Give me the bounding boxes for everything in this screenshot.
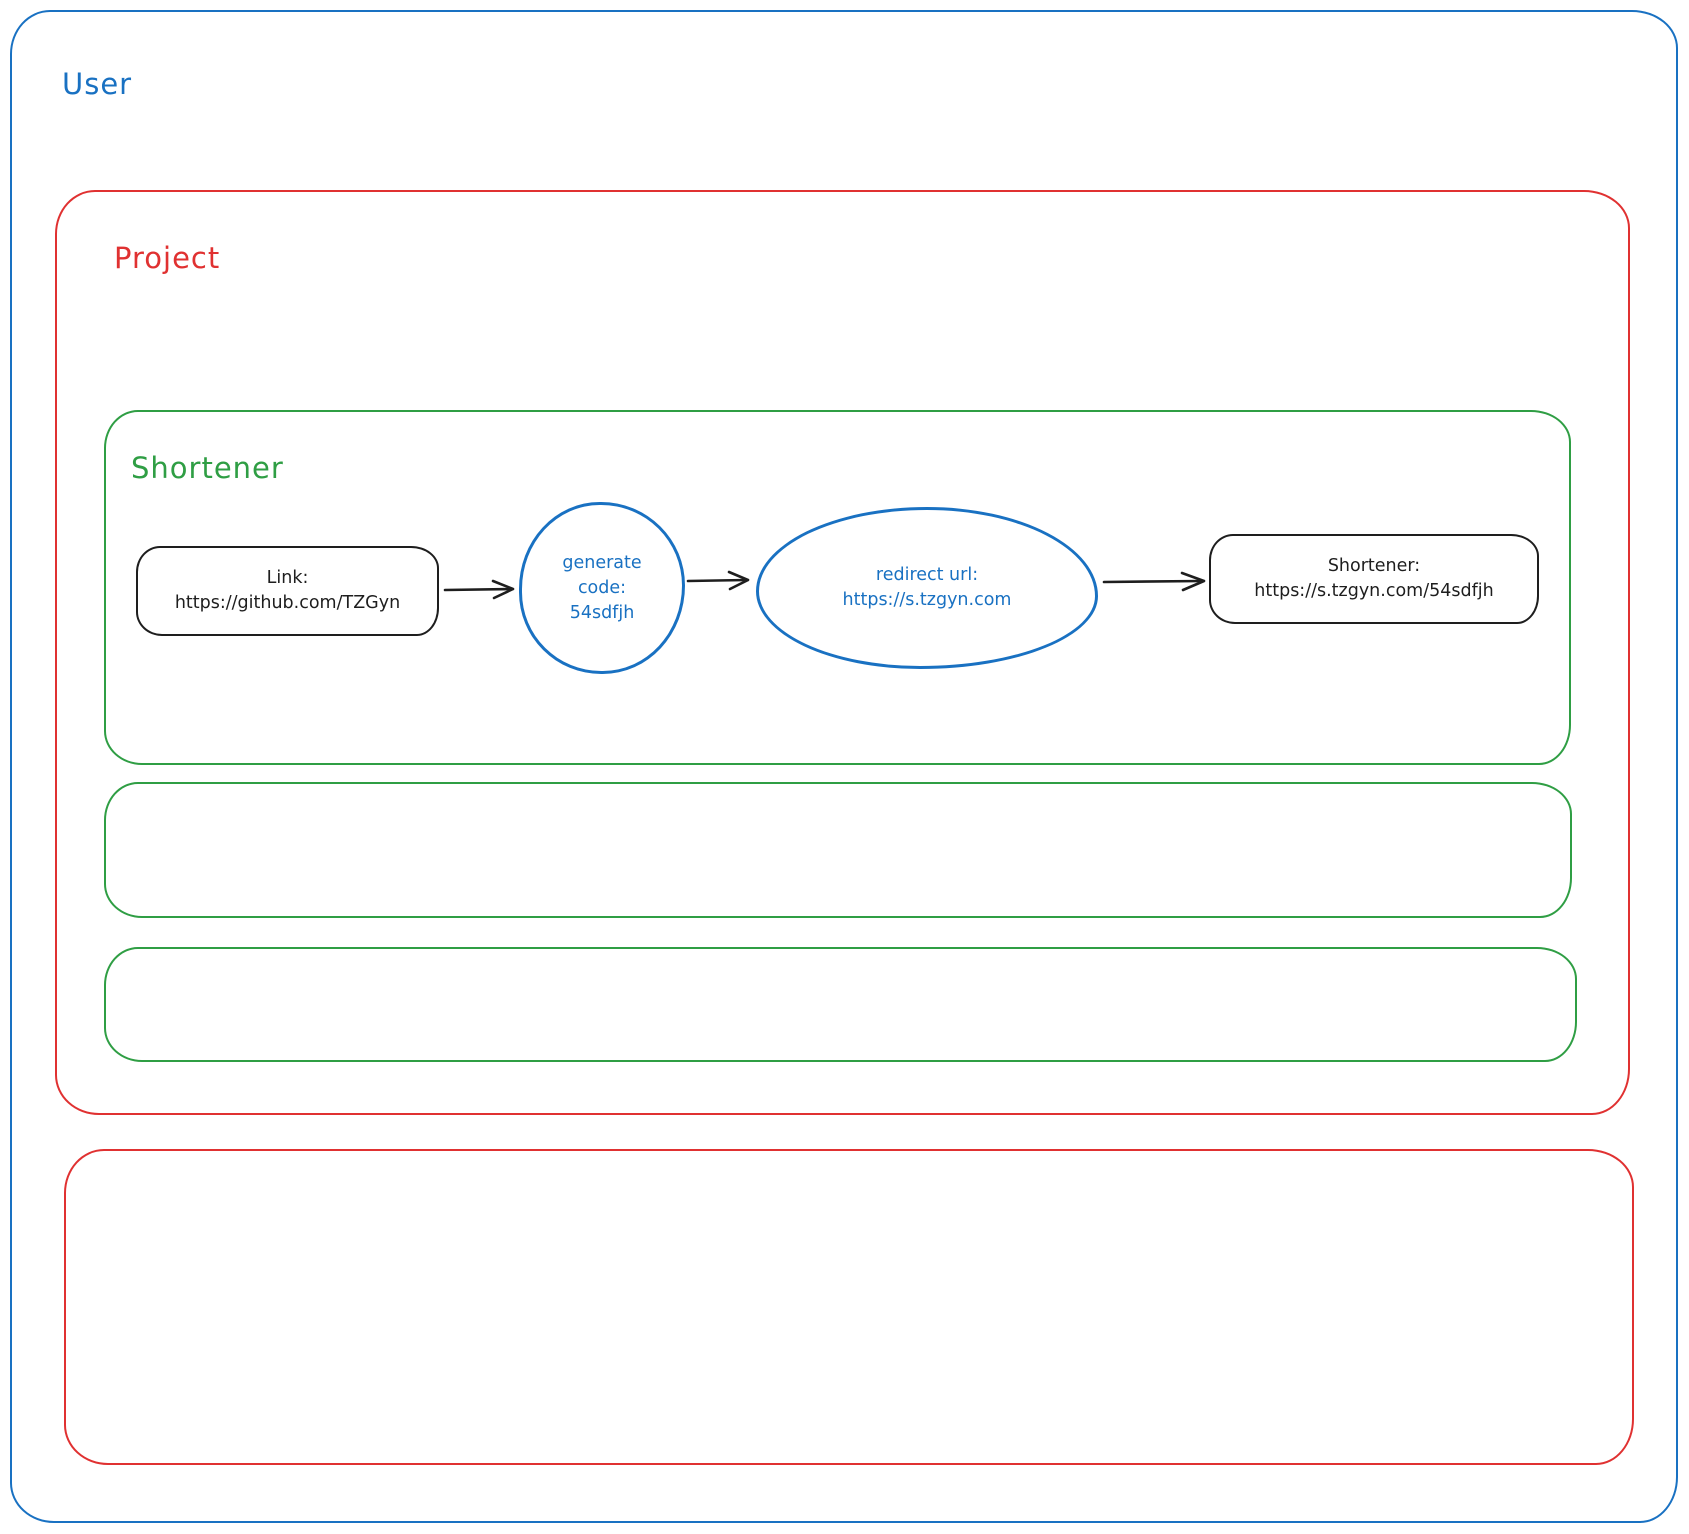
shortener-result-node[interactable]: Shortener: https://s.tzgyn.com/54sdfjh — [1209, 534, 1539, 624]
redirect-url-title: redirect url: — [875, 565, 979, 585]
arrow-right-icon[interactable] — [443, 577, 517, 603]
project-frame[interactable]: Project Shortener Link: https://github.c… — [55, 190, 1630, 1115]
user-frame[interactable]: User Project Shortener Link: https://git… — [10, 10, 1678, 1523]
empty-green-box-1[interactable] — [104, 782, 1572, 918]
shortener-frame-label: Shortener — [131, 451, 284, 485]
link-node[interactable]: Link: https://github.com/TZGyn — [136, 546, 439, 636]
generate-code-line3: 54sdfjh — [569, 602, 635, 623]
shortener-result-title: Shortener: — [1327, 556, 1421, 576]
arrow-right-icon[interactable] — [1102, 568, 1208, 594]
generate-code-node[interactable]: generate code: 54sdfjh — [519, 502, 685, 674]
link-node-url: https://github.com/TZGyn — [174, 593, 401, 613]
user-frame-label: User — [62, 67, 133, 101]
redirect-url-node[interactable]: redirect url: https://s.tzgyn.com — [756, 507, 1098, 669]
shortener-frame[interactable]: Shortener Link: https://github.com/TZGyn… — [104, 410, 1571, 765]
arrow-right-icon[interactable] — [686, 567, 752, 593]
empty-green-box-2[interactable] — [104, 947, 1577, 1062]
project-frame-label: Project — [114, 241, 221, 275]
shortener-result-url: https://s.tzgyn.com/54sdfjh — [1254, 581, 1494, 601]
link-node-title: Link: — [266, 568, 309, 588]
empty-red-box[interactable] — [64, 1149, 1634, 1465]
generate-code-line2: code: — [577, 577, 627, 598]
generate-code-line1: generate — [562, 552, 642, 573]
redirect-url-url: https://s.tzgyn.com — [842, 590, 1012, 610]
